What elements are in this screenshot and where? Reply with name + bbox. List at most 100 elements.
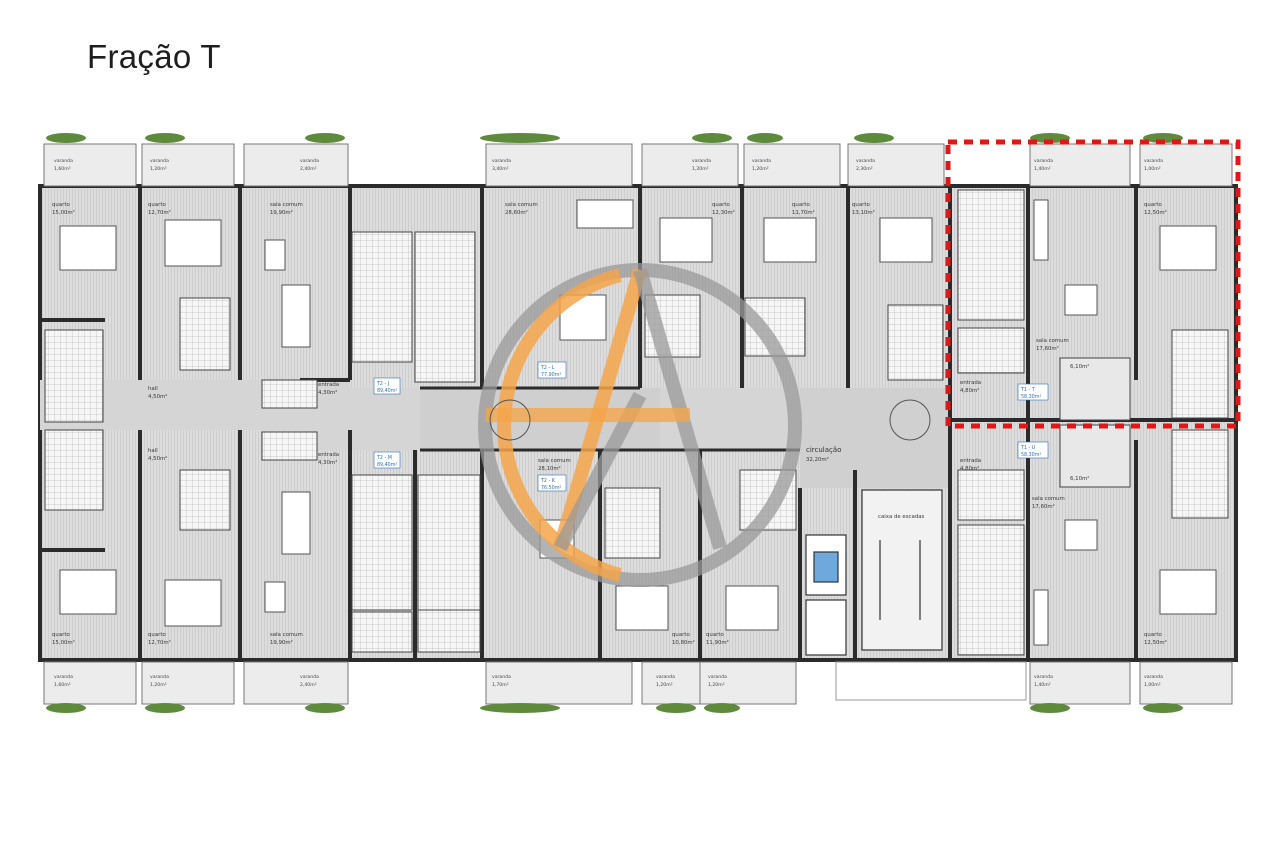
balcony-label: varanda	[656, 674, 675, 680]
room-label: circulação	[806, 446, 841, 454]
balcony-label: varanda	[150, 674, 169, 680]
balcony-area: 1,20m²	[150, 166, 167, 172]
balcony-area: 1,40m²	[1034, 166, 1051, 172]
balcony-area: 1,60m²	[54, 682, 71, 688]
room-label: entrada	[318, 452, 339, 458]
balcony-label: varanda	[1034, 158, 1053, 164]
balcony-area: 1,00m²	[1144, 682, 1161, 688]
room-area: 12,70m²	[148, 209, 171, 216]
room-label: sala comum	[270, 202, 303, 208]
balcony-label: varanda	[1144, 674, 1163, 680]
room-label: hall	[148, 448, 158, 454]
room-area: 4,80m²	[960, 387, 979, 394]
balcony-label: varanda	[54, 674, 73, 680]
unit-tag-area: 58,30m²	[1021, 394, 1041, 400]
balcony-label: varanda	[1144, 158, 1163, 164]
room-label: sala comum	[270, 632, 303, 638]
company-logo	[478, 263, 931, 587]
unit-tag-area: 77,90m²	[541, 372, 561, 378]
balcony-label: varanda	[708, 674, 727, 680]
balcony-area: 1,40m²	[1034, 682, 1051, 688]
balcony-label: varanda	[300, 158, 319, 164]
balcony-area: 2,40m²	[300, 682, 317, 688]
room-area: 15,00m²	[52, 209, 75, 216]
unit-tag-area: 89,40m²	[377, 462, 397, 468]
balcony-area: 1,20m²	[692, 166, 709, 172]
room-label: entrada	[318, 382, 339, 388]
room-label: quarto	[792, 202, 810, 208]
circulation-hall	[800, 388, 950, 488]
room-area: 28,10m²	[538, 465, 561, 472]
room-area: 6,10m²	[1070, 475, 1089, 482]
room-label: quarto	[712, 202, 730, 208]
unit-tag-code: T2 - J	[376, 381, 389, 387]
unit-tag-code: T1 - U	[1020, 445, 1036, 451]
unit-tag-area: 58,30m²	[1021, 452, 1041, 458]
room-area: 6,10m²	[1070, 363, 1089, 370]
room-area: 10,80m²	[672, 639, 695, 646]
balcony-area: 1,20m²	[708, 682, 725, 688]
room-label: entrada	[960, 380, 981, 386]
balcony-label: varanda	[492, 674, 511, 680]
room-label: sala comum	[1036, 338, 1069, 344]
room-label: quarto	[672, 632, 690, 638]
balcony-label: varanda	[300, 674, 319, 680]
balcony-label: varanda	[150, 158, 169, 164]
balconies-top	[43, 143, 1233, 187]
page-title: Fração T	[87, 38, 221, 75]
room-label: quarto	[148, 202, 166, 208]
balcony-area: 1,20m²	[752, 166, 769, 172]
room-label: quarto	[52, 202, 70, 208]
room-label: quarto	[52, 632, 70, 638]
room-label: quarto	[1144, 632, 1162, 638]
room-label: caixa de escadas	[878, 514, 925, 520]
balcony-label: varanda	[856, 158, 875, 164]
room-area: 17,60m²	[1036, 345, 1059, 352]
room-label: quarto	[706, 632, 724, 638]
room-area: 12,50m²	[1144, 639, 1167, 646]
unit-tag-area: 89,40m²	[377, 388, 397, 394]
room-area: 32,20m²	[806, 456, 829, 463]
room-label: quarto	[852, 202, 870, 208]
room-label: sala comum	[538, 458, 571, 464]
stair-core	[805, 489, 943, 656]
balcony-area: 2,30m²	[856, 166, 873, 172]
room-area: 19,90m²	[270, 209, 293, 216]
room-area: 19,90m²	[270, 639, 293, 646]
room-area: 4,50m²	[148, 455, 167, 462]
balcony-area: 1,00m²	[1144, 166, 1161, 172]
balcony-area: 1,60m²	[54, 166, 71, 172]
room-label: sala comum	[1032, 496, 1065, 502]
balcony-label: varanda	[54, 158, 73, 164]
room-area: 17,60m²	[1032, 503, 1055, 510]
balcony-label: varanda	[692, 158, 711, 164]
room-area: 4,50m²	[148, 393, 167, 400]
balcony-area: 3,40m²	[492, 166, 509, 172]
balcony-area: 1,20m²	[150, 682, 167, 688]
balcony-area: 1,70m²	[492, 682, 509, 688]
room-label: hall	[148, 386, 158, 392]
balcony-label: varanda	[752, 158, 771, 164]
unit-tag-code: T2 - L	[540, 365, 555, 371]
unit-tag-code: T2 - M	[376, 455, 392, 461]
room-area: 12,70m²	[148, 639, 171, 646]
balcony-labels: varanda 1,60m² varanda 1,20m² varanda 2,…	[54, 158, 1163, 688]
balconies-bottom	[43, 661, 1233, 705]
unit-tag-code: T2 - K	[540, 478, 556, 484]
room-area: 13,10m²	[852, 209, 875, 216]
room-area: 12,50m²	[1144, 209, 1167, 216]
room-area: 28,60m²	[505, 209, 528, 216]
room-area: 11,90m²	[706, 639, 729, 646]
unit-highlight	[945, 139, 1241, 429]
room-label: entrada	[960, 458, 981, 464]
balcony-area: 2,40m²	[300, 166, 317, 172]
unit-tags: T2 - J 89,40m² T2 - M 89,40m² T2 - L 77,…	[373, 361, 1049, 492]
room-label: sala comum	[505, 202, 538, 208]
room-area: 4,30m²	[318, 459, 337, 466]
balcony-area: 1,20m²	[656, 682, 673, 688]
room-area: 12,30m²	[712, 209, 735, 216]
unit-tag-code: T1 - T	[1020, 387, 1035, 393]
room-area: 4,30m²	[318, 389, 337, 396]
room-label: quarto	[1144, 202, 1162, 208]
